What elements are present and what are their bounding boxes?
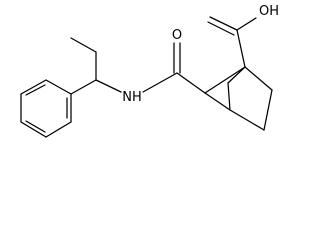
bond	[95, 79, 122, 93]
norbornane-core	[176, 66, 273, 131]
double-bond	[209, 16, 238, 31]
bond	[20, 121, 47, 138]
bond	[236, 17, 257, 31]
double-bond	[207, 21, 235, 36]
bond	[236, 29, 246, 68]
bond	[70, 79, 97, 95]
bond	[45, 79, 72, 95]
amide-group: NH O	[122, 28, 182, 105]
bond	[176, 72, 206, 94]
bond	[229, 109, 265, 131]
molecule-structure: NH O OH	[20, 4, 279, 138]
hydroxyl-label: OH	[259, 4, 279, 19]
double-bond	[25, 84, 46, 96]
carbonyl-oxygen-label: O	[172, 28, 182, 43]
bond	[20, 79, 47, 95]
phenyl-ring	[20, 79, 72, 138]
nh-label: NH	[122, 90, 142, 105]
bond	[227, 66, 246, 84]
bond	[227, 82, 231, 111]
bond	[45, 121, 72, 138]
bond	[142, 72, 178, 93]
bond	[244, 66, 273, 91]
carboxylic-acid: OH	[207, 4, 279, 68]
ethyl-chain	[70, 37, 122, 95]
double-bond	[25, 120, 46, 133]
bond	[263, 89, 273, 131]
bond	[204, 66, 246, 94]
bond	[204, 92, 231, 111]
bond	[70, 37, 97, 53]
